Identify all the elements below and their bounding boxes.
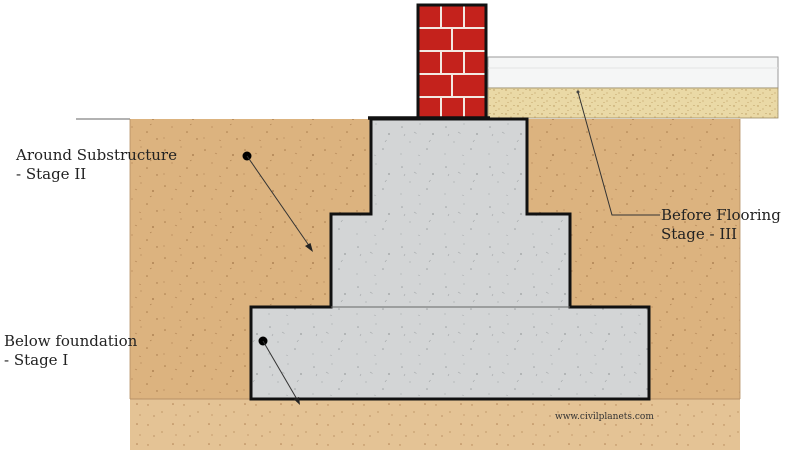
label-before-flooring-line2: Stage - III xyxy=(661,225,738,243)
leader-dot-icon xyxy=(576,90,580,94)
label-around-substructure-line1: Around Substructure xyxy=(16,146,177,164)
label-before-flooring: Before Flooring Stage - III xyxy=(661,206,781,244)
watermark: www.civilplanets.com xyxy=(555,412,654,422)
leader-line-flooring xyxy=(577,91,660,216)
leader-arrow-icon xyxy=(293,397,300,405)
floor-finish xyxy=(487,56,779,89)
label-around-substructure-line2: - Stage II xyxy=(16,165,87,183)
label-around-substructure: Around Substructure - Stage II xyxy=(16,146,177,184)
sand-bed xyxy=(487,87,779,119)
leader-arrow-icon xyxy=(305,243,313,252)
leader-line-foundation xyxy=(262,340,299,402)
soil-bed xyxy=(130,399,740,450)
label-below-foundation-line2: - Stage I xyxy=(4,351,69,369)
leader-line-substructure xyxy=(246,155,311,248)
label-below-foundation: Below foundation - Stage I xyxy=(4,332,137,370)
brick-wall xyxy=(416,3,488,121)
label-before-flooring-line1: Before Flooring xyxy=(661,206,781,224)
label-below-foundation-line1: Below foundation xyxy=(4,332,138,350)
concrete-footing xyxy=(249,117,651,401)
